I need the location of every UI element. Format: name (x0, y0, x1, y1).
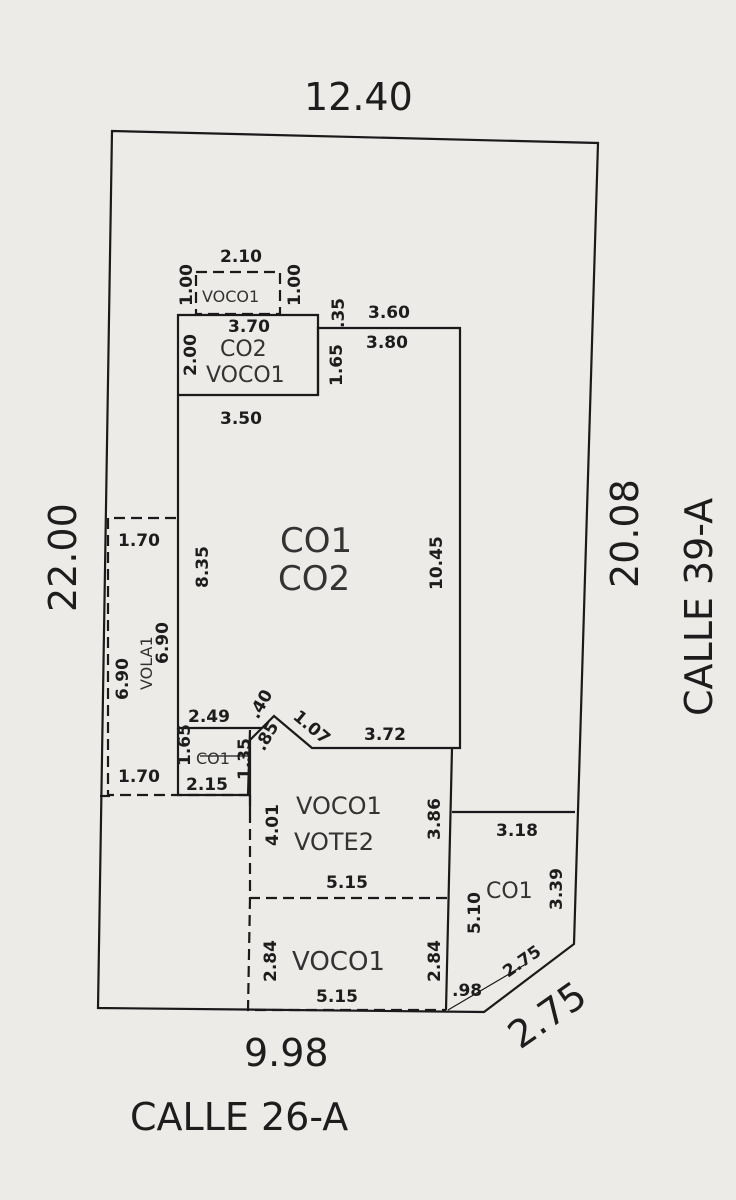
dim-1-35: 1.35 (235, 738, 255, 780)
dim-2-75-inner: 2.75 (499, 942, 545, 982)
lot-boundary (96, 129, 600, 1014)
dim-35: .35 (329, 298, 349, 328)
top-boundary-dim: 12.40 (304, 75, 413, 119)
dim-3-86: 3.86 (425, 798, 445, 840)
dim-5-10: 5.10 (465, 892, 485, 934)
corner-boundary-dim: 2.75 (500, 973, 595, 1058)
lower-building-edge (248, 727, 263, 812)
dim-3-60: 3.60 (368, 303, 410, 323)
dim-2-10: 2.10 (220, 247, 262, 267)
zone-co1-right: CO1 (486, 879, 533, 904)
dim-3-39: 3.39 (547, 868, 567, 910)
zone-co2: CO2 (220, 337, 267, 362)
dim-1-65-small: 1.65 (175, 724, 195, 766)
zone-voco1-top: VOCO1 (202, 287, 259, 306)
dim-98: .98 (452, 981, 482, 1001)
main-building (176, 326, 462, 750)
dim-3-50: 3.50 (220, 409, 262, 429)
dim-2-00: 2.00 (181, 334, 201, 376)
dim-85: .85 (251, 718, 283, 754)
zone-main-co2: CO2 (278, 559, 350, 599)
left-boundary-dim: 22.00 (41, 503, 85, 612)
dim-5-15-bottom: 5.15 (316, 987, 358, 1007)
right-boundary-dim: 20.08 (603, 479, 647, 588)
zone-voco1-lower: VOCO1 (296, 792, 382, 820)
dim-4-01: 4.01 (263, 804, 283, 846)
zone-voco1-bottom: VOCO1 (292, 947, 385, 977)
voco1-top-area (194, 270, 282, 316)
bottom-boundary-dim: 9.98 (244, 1031, 329, 1075)
dim-8-35: 8.35 (193, 546, 213, 588)
dim-6-90-right: 6.90 (153, 622, 173, 664)
dim-1-70-top: 1.70 (118, 531, 160, 551)
dim-10-45: 10.45 (427, 536, 447, 590)
dim-1-65-top: 1.65 (327, 344, 347, 386)
street-bottom-label: CALLE 26-A (130, 1095, 348, 1139)
dim-2-15: 2.15 (186, 775, 228, 795)
dim-5-15-top: 5.15 (326, 873, 368, 893)
street-right-label: CALLE 39-A (677, 498, 721, 716)
dim-2-49: 2.49 (188, 707, 230, 727)
dim-1-70-bottom: 1.70 (118, 767, 160, 787)
dim-6-90-left: 6.90 (113, 658, 133, 700)
zone-vote2: VOTE2 (294, 828, 374, 856)
dim-2-84-right: 2.84 (425, 940, 445, 982)
zone-vola1: VOLA1 (137, 636, 156, 690)
dim-3-80: 3.80 (366, 333, 408, 353)
lower-right-wall (444, 747, 454, 1011)
dim-2-84-left: 2.84 (261, 940, 281, 982)
zone-co1-small: CO1 (196, 749, 230, 768)
dim-1-00-right: 1.00 (285, 264, 305, 306)
dim-3-18: 3.18 (496, 821, 538, 841)
dim-3-72: 3.72 (364, 725, 406, 745)
dim-1-07: 1.07 (289, 707, 334, 749)
zone-main-co1: CO1 (280, 521, 352, 561)
co1-right-corner-line (447, 963, 527, 1011)
zone-voco1-mid: VOCO1 (206, 363, 285, 388)
co2-block (176, 313, 320, 397)
voco1-bottom-area (246, 897, 446, 1012)
dim-3-70: 3.70 (228, 317, 270, 337)
dim-1-00-left: 1.00 (177, 264, 197, 306)
